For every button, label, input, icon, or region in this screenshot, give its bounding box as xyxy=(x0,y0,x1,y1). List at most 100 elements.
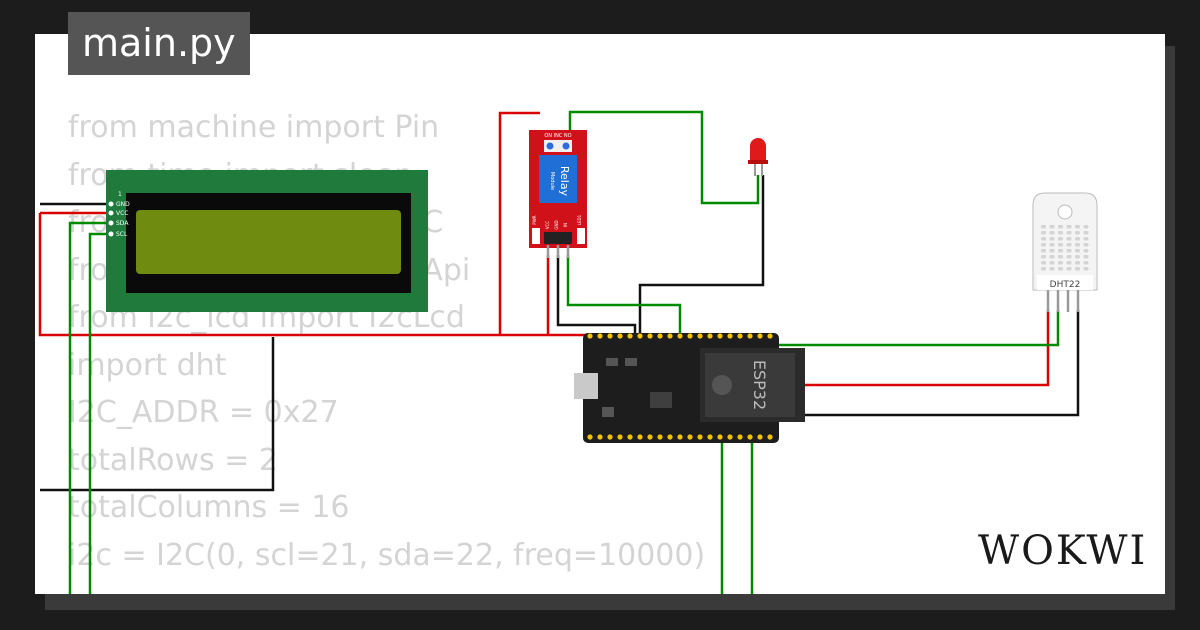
dht22-sensor[interactable]: DHT22 xyxy=(1032,192,1098,312)
wire-green xyxy=(568,110,760,205)
lcd-pin-scl: SCL xyxy=(116,231,128,238)
dht22-vent xyxy=(1049,255,1055,259)
dht22-vent xyxy=(1083,261,1089,265)
esp32-pin xyxy=(667,434,673,440)
dht22-vent xyxy=(1066,237,1072,241)
dht22-vent xyxy=(1075,231,1080,235)
red-led[interactable] xyxy=(748,138,768,176)
esp32-pin xyxy=(587,434,593,440)
relay-pwr-label: PWR xyxy=(532,215,537,224)
dht22-vent xyxy=(1083,231,1089,235)
dht22-vent xyxy=(1058,261,1063,265)
relay-title: Relay xyxy=(558,166,571,197)
esp32-pin xyxy=(757,333,763,339)
dht22-vent xyxy=(1041,267,1046,271)
dht22-label: DHT22 xyxy=(1050,280,1081,290)
file-tab[interactable]: main.py xyxy=(68,12,250,75)
dht22-vent xyxy=(1083,243,1089,247)
code-line: from machine import Pin xyxy=(68,110,440,145)
dht22-vent xyxy=(1083,225,1089,229)
wokwi-logo: WOKWI xyxy=(978,528,1148,574)
code-line: totalRows = 2 xyxy=(68,442,278,478)
dht22-vent xyxy=(1041,261,1046,265)
esp32-pin xyxy=(637,333,643,339)
relay-led-label: LED1 xyxy=(577,214,582,225)
relay-pin-in: IN xyxy=(563,223,568,227)
esp32-pin xyxy=(647,333,653,339)
esp32-pin xyxy=(657,333,663,339)
wire-green xyxy=(566,255,682,345)
esp32-pin xyxy=(667,333,673,339)
esp32-pin xyxy=(647,434,653,440)
lcd-pin1-label: 1 xyxy=(118,191,122,198)
esp32-pin xyxy=(747,333,753,339)
esp32-pin xyxy=(737,333,743,339)
lcd-pin-gnd: GND xyxy=(116,201,130,208)
dht22-vent xyxy=(1075,267,1080,271)
esp32-pin xyxy=(727,333,733,339)
wire-black xyxy=(800,310,1080,417)
code-line: I2C_ADDR = 0x27 xyxy=(68,395,339,430)
dht22-vent xyxy=(1075,255,1080,259)
esp32-pin xyxy=(737,434,743,440)
esp32-pin xyxy=(617,333,623,339)
relay-top-pins: ON INC NO xyxy=(544,133,571,139)
dht22-vent xyxy=(1049,231,1055,235)
wire-black xyxy=(40,337,275,492)
wire-green xyxy=(88,232,108,594)
dht22-vent xyxy=(1049,267,1055,271)
dht22-vent xyxy=(1041,237,1046,241)
esp32-pin xyxy=(687,333,693,339)
esp32-pin xyxy=(607,434,613,440)
dht22-vent xyxy=(1049,237,1055,241)
relay-subtitle: Module xyxy=(549,172,555,190)
relay-module[interactable]: Relay Module ON INC NO PWR LED1 VCC GND … xyxy=(529,130,587,258)
relay-pins xyxy=(546,245,570,258)
esp32-pin xyxy=(767,333,773,339)
esp32-board[interactable]: ESP32 xyxy=(574,333,805,443)
dht22-vent xyxy=(1083,255,1089,259)
esp32-pin xyxy=(687,434,693,440)
dht22-vent xyxy=(1083,237,1089,241)
dht22-vent xyxy=(1041,255,1046,259)
dht22-vent xyxy=(1049,243,1055,247)
dht22-vent xyxy=(1075,225,1080,229)
esp32-pin xyxy=(587,333,593,339)
dht22-vent xyxy=(1041,243,1046,247)
esp32-pin xyxy=(707,333,713,339)
dht22-vent xyxy=(1075,237,1080,241)
dht22-vent xyxy=(1066,249,1072,253)
lcd-pin-vcc: VCC xyxy=(116,210,128,217)
dht22-vent xyxy=(1058,237,1063,241)
dht22-vent xyxy=(1058,267,1063,271)
wire-red xyxy=(498,111,540,335)
dht22-vent xyxy=(1058,243,1063,247)
esp32-pin xyxy=(757,434,763,440)
dht22-vent xyxy=(1075,249,1080,253)
dht22-vent xyxy=(1058,255,1063,259)
esp32-pin xyxy=(617,434,623,440)
dht22-vent xyxy=(1049,261,1055,265)
wire-red xyxy=(38,213,590,337)
esp32-pin xyxy=(767,434,773,440)
lcd-pin-pads xyxy=(108,201,114,237)
lcd-pin-sda: SDA xyxy=(116,220,129,227)
relay-pin-vcc: VCC xyxy=(545,221,550,230)
dht22-vent xyxy=(1066,267,1072,271)
dht22-vent xyxy=(1041,225,1046,229)
esp32-pin xyxy=(717,333,723,339)
relay-pin-gnd: GND xyxy=(554,220,559,229)
esp32-pin xyxy=(597,333,603,339)
wire-green xyxy=(68,221,108,594)
wires xyxy=(38,110,1080,594)
dht22-vent xyxy=(1049,225,1055,229)
lcd-display[interactable]: 1 GND VCC SDA SCL xyxy=(106,170,428,312)
dht22-vent xyxy=(1083,249,1089,253)
esp32-pin xyxy=(637,434,643,440)
dht22-vent xyxy=(1075,243,1080,247)
dht22-vent xyxy=(1041,231,1046,235)
dht22-vent xyxy=(1066,231,1072,235)
esp32-pin xyxy=(747,434,753,440)
dht22-vent xyxy=(1058,231,1063,235)
